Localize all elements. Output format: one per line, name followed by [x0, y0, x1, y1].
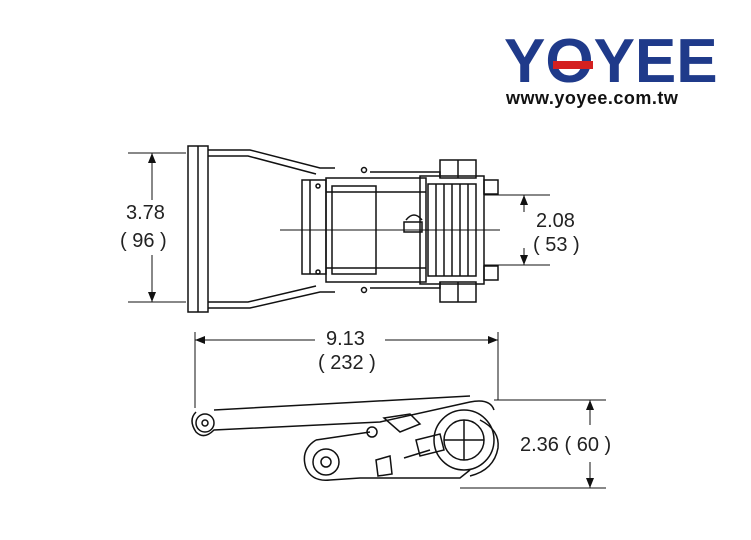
- dim-height-arrow-top: [148, 153, 156, 163]
- side-view: [191, 395, 499, 481]
- brand-name-text: YOYEE: [504, 28, 718, 90]
- side-view-base: [303, 439, 471, 481]
- dim-length-arrow-left: [195, 336, 205, 344]
- dim-side-height: 2.36 ( 60 ): [520, 434, 612, 456]
- dim-length-arrow-right: [488, 336, 498, 344]
- side-view-base-pivot: [312, 448, 340, 476]
- dim-inner-mm: ( 53 ): [533, 234, 580, 256]
- dim-height-arrow-bottom: [148, 292, 156, 302]
- dim-length-mm: ( 232 ): [318, 352, 376, 374]
- side-view-handle-pivot: [195, 413, 215, 433]
- top-view-end-plate: [301, 179, 327, 275]
- dim-inner-arrow-bottom: [520, 255, 528, 265]
- logo-red-band: [553, 61, 593, 69]
- top-view: [187, 145, 499, 313]
- dim-height-lines: [128, 152, 186, 303]
- dim-side-arrow-bottom: [586, 478, 594, 488]
- brand-url: www.yoyee.com.tw: [506, 88, 679, 108]
- dim-side-arrow-top: [586, 400, 594, 410]
- side-view-spool-wheel: [433, 409, 495, 471]
- brand-wordmark: YOYEE: [504, 27, 718, 96]
- side-view-handle: [191, 400, 495, 437]
- side-view-pawl: [382, 413, 422, 433]
- dim-inner-inches: 2.08: [536, 210, 575, 232]
- dim-height-mm: ( 96 ): [120, 230, 167, 252]
- dim-height-inches: 3.78: [126, 202, 165, 224]
- dim-inner-arrow-top: [520, 195, 528, 205]
- dim-length-inches: 9.13: [326, 328, 365, 350]
- brand-logo: YOYEE www.yoyee.com.tw: [500, 27, 730, 118]
- dim-length-lines: [194, 332, 499, 408]
